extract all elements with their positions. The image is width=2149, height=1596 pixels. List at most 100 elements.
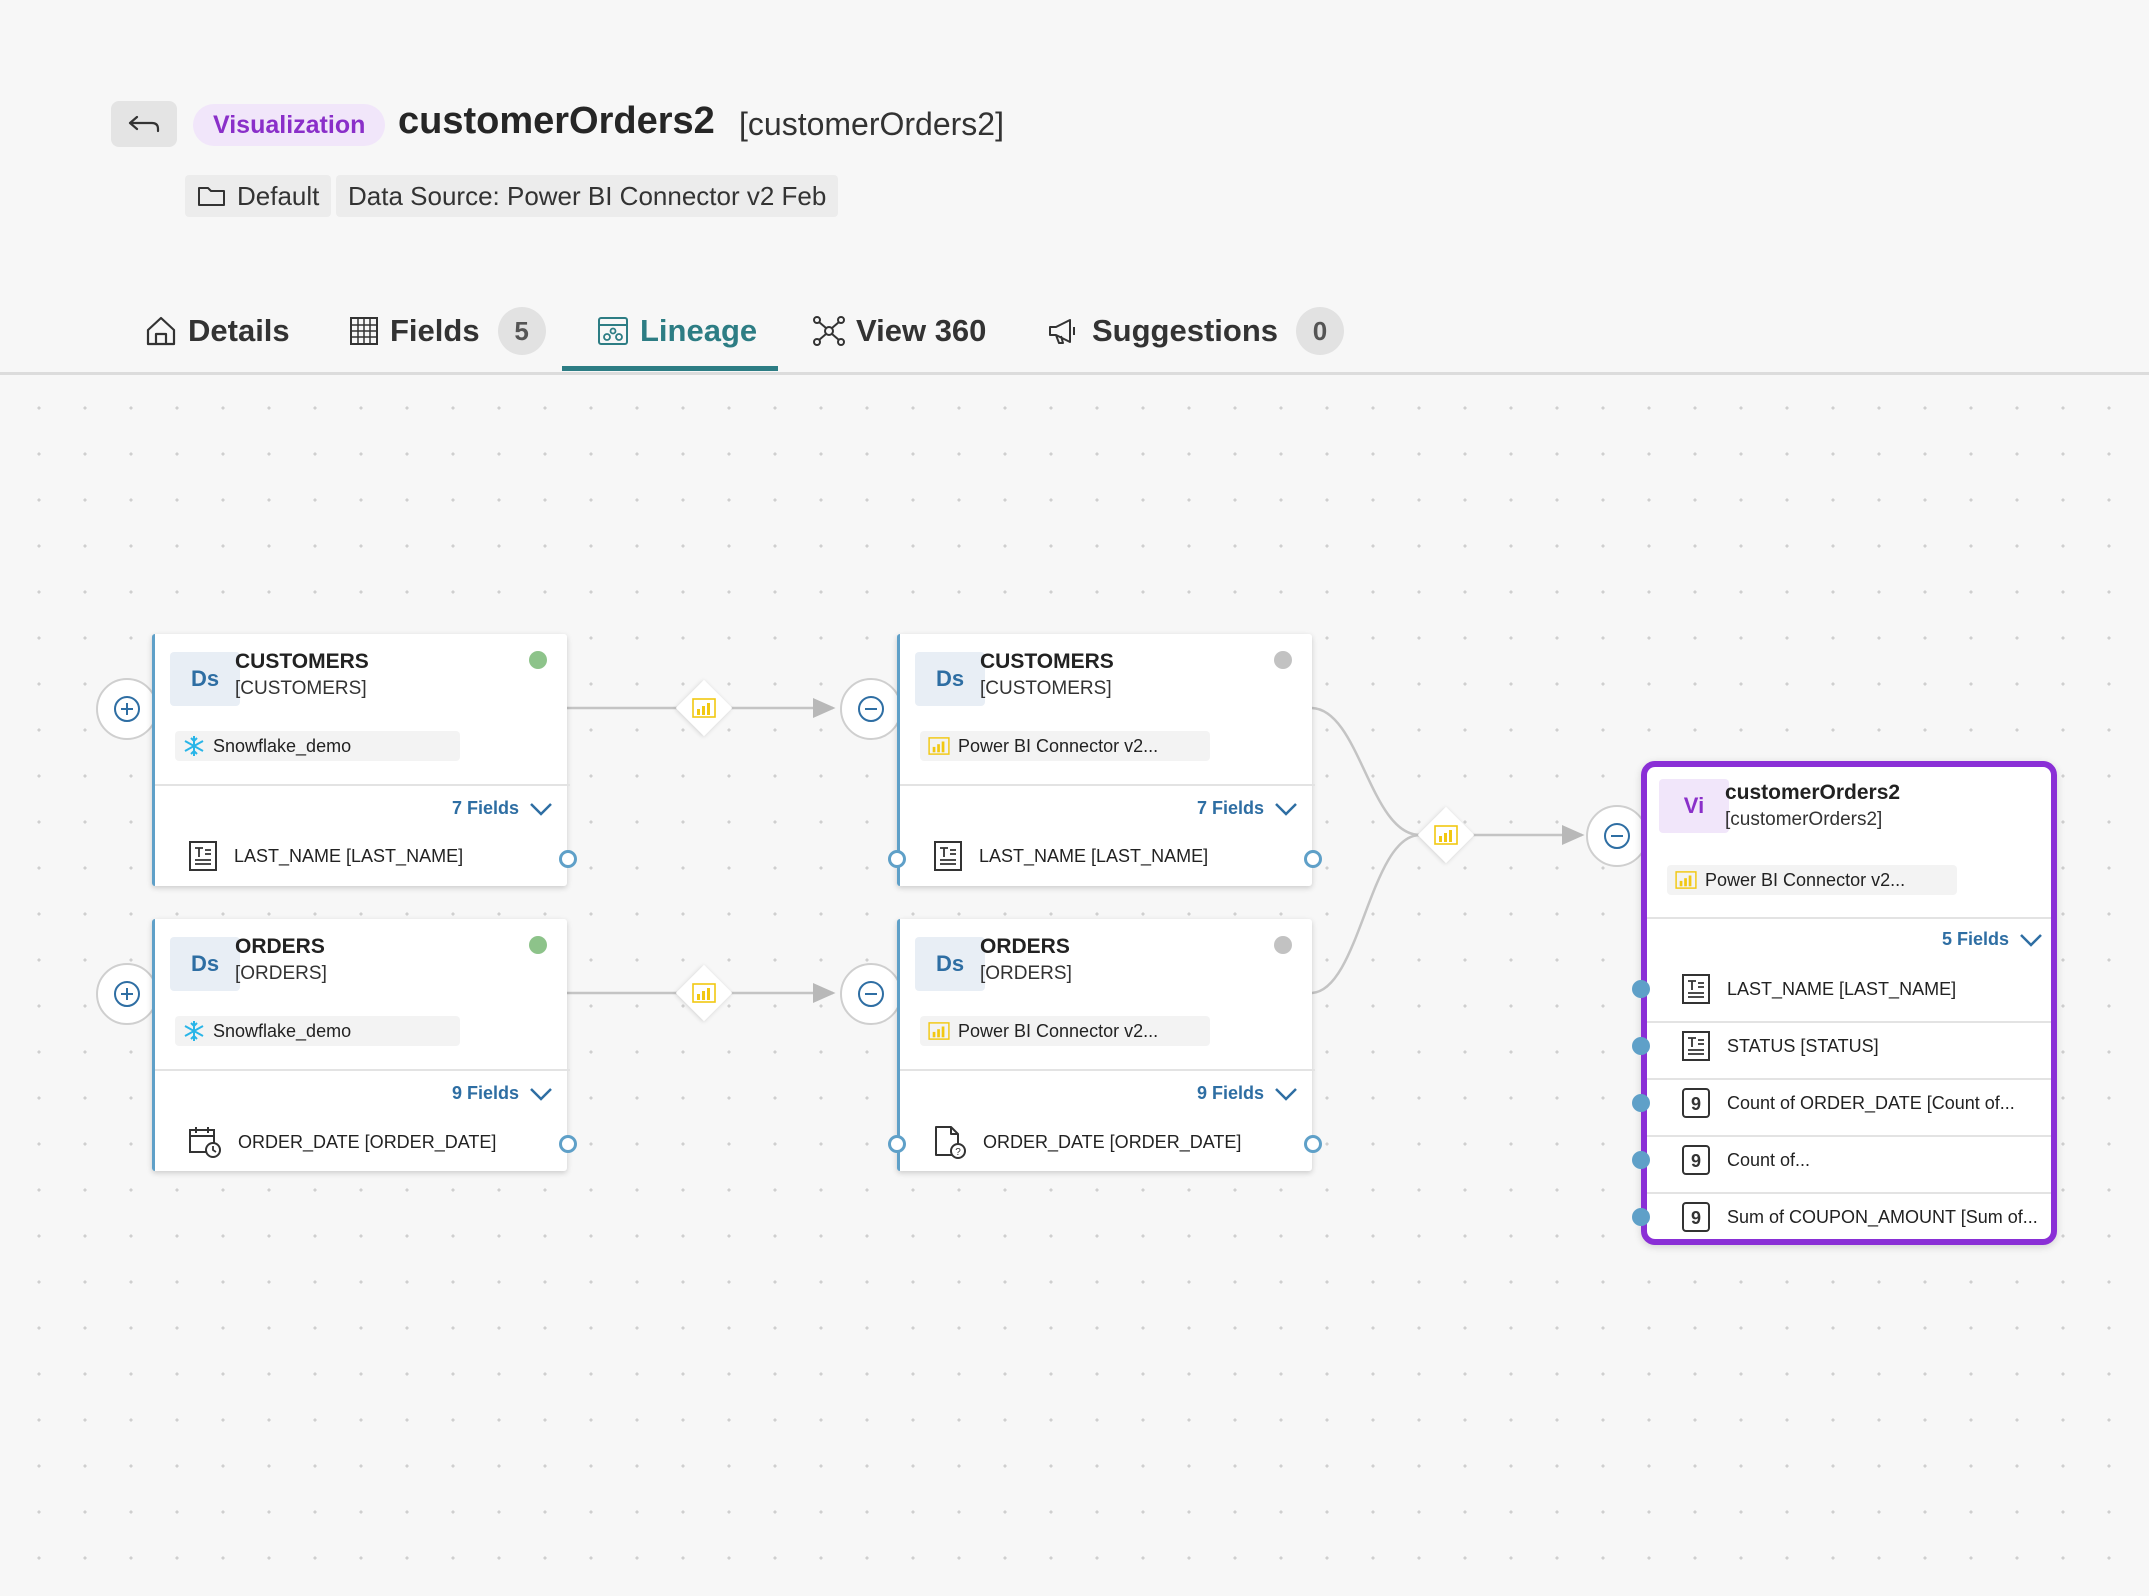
status-dot: [529, 651, 547, 669]
field-row[interactable]: 9 Count of...: [1681, 1144, 1810, 1176]
powerbi-icon: [692, 983, 716, 1003]
minus-circle-icon: [1604, 823, 1630, 849]
node-subtitle: [customerOrders2]: [1725, 809, 1883, 830]
snowflake-icon: [184, 736, 204, 756]
divider: [1647, 1021, 2051, 1023]
field-row[interactable]: 9 Sum of COUPON_AMOUNT [Sum of...: [1681, 1201, 2038, 1233]
node-subtitle: [CUSTOMERS]: [980, 678, 1112, 699]
field-row[interactable]: LAST_NAME [LAST_NAME]: [933, 840, 1208, 872]
divider: [155, 1069, 570, 1071]
field-label: LAST_NAME [LAST_NAME]: [234, 845, 464, 866]
field-label: LAST_NAME [LAST_NAME]: [1727, 978, 1957, 999]
snowflake-icon: [184, 1021, 204, 1041]
fields-toggle[interactable]: 9 Fields: [1197, 1083, 1298, 1104]
back-button[interactable]: [111, 101, 177, 147]
divider: [1647, 1135, 2051, 1137]
tab-fields[interactable]: Fields 5: [348, 300, 546, 362]
node-subtitle: [ORDERS]: [235, 963, 327, 984]
data-source-label: Data Source: Power BI Connector v2 Feb: [348, 180, 827, 211]
fields-toggle[interactable]: 7 Fields: [452, 798, 553, 819]
input-port[interactable]: [888, 1135, 906, 1153]
plus-circle-icon: [114, 981, 140, 1007]
powerbi-icon: [928, 737, 950, 755]
source-label: Power BI Connector v2...: [958, 735, 1159, 756]
tab-label: View 360: [856, 313, 987, 348]
output-port[interactable]: [559, 850, 577, 868]
grid-icon: [350, 317, 378, 345]
input-port[interactable]: [1632, 1208, 1650, 1226]
collapse-upstream-button[interactable]: [840, 963, 902, 1025]
source-label: Snowflake_demo: [213, 1020, 352, 1041]
source-chip: Power BI Connector v2...: [920, 731, 1210, 761]
svg-text:?: ?: [955, 1147, 961, 1158]
expand-upstream-button[interactable]: [96, 963, 158, 1025]
node-powerbi-orders[interactable]: Ds ORDERS [ORDERS] Power BI Connector v2…: [888, 919, 1322, 1171]
plus-circle-icon: [114, 696, 140, 722]
data-source-chip[interactable]: Data Source: Power BI Connector v2 Feb: [336, 175, 839, 217]
powerbi-icon: [928, 1022, 950, 1040]
collapse-upstream-button[interactable]: [840, 678, 902, 740]
tab-lineage[interactable]: Lineage: [596, 300, 757, 362]
svg-text:9: 9: [1691, 1208, 1701, 1228]
field-label: Count of ORDER_DATE [Count of...: [1727, 1092, 2015, 1113]
input-port[interactable]: [1632, 1094, 1650, 1112]
output-port[interactable]: [559, 1135, 577, 1153]
node-powerbi-customers[interactable]: Ds CUSTOMERS [CUSTOMERS] Power BI Connec…: [888, 634, 1322, 886]
visualization-badge: Vi: [1659, 779, 1729, 833]
powerbi-icon: [1434, 825, 1458, 845]
input-port[interactable]: [1632, 1151, 1650, 1169]
field-row[interactable]: LAST_NAME [LAST_NAME]: [1681, 973, 1956, 1005]
fields-count-label: 7 Fields: [452, 798, 520, 818]
tab-details[interactable]: Details: [144, 300, 290, 362]
node-subtitle: [ORDERS]: [980, 963, 1072, 984]
node-title: ORDERS: [235, 935, 325, 958]
powerbi-icon: [692, 698, 716, 718]
datasource-badge: Ds: [170, 652, 240, 706]
number-field-icon: 9: [1682, 1145, 1710, 1175]
fields-toggle[interactable]: 9 Fields: [452, 1083, 553, 1104]
output-port[interactable]: [1304, 850, 1322, 868]
source-chip: Snowflake_demo: [175, 731, 460, 761]
tab-view-360[interactable]: View 360: [812, 300, 986, 362]
back-arrow-icon: [128, 115, 160, 133]
collapse-upstream-button[interactable]: [1586, 805, 1648, 867]
page-title: customerOrders2: [398, 100, 715, 142]
suggestions-count-badge: 0: [1296, 307, 1345, 355]
tab-suggestions[interactable]: Suggestions 0: [1046, 300, 1345, 362]
node-snowflake-orders[interactable]: Ds ORDERS [ORDERS] Snowflake_demo 9 Fiel…: [152, 919, 577, 1171]
input-port[interactable]: [1632, 1037, 1650, 1055]
divider: [1647, 1192, 2051, 1194]
folder-chip[interactable]: Default: [185, 175, 332, 217]
node-visualization[interactable]: Vi customerOrders2 [customerOrders2] Pow…: [1632, 761, 2057, 1245]
number-field-icon: 9: [1682, 1202, 1710, 1232]
node-title: ORDERS: [980, 935, 1070, 958]
input-port[interactable]: [1632, 980, 1650, 998]
page-header: Visualization customerOrders2 [customerO…: [0, 0, 2149, 375]
field-row[interactable]: STATUS [STATUS]: [1681, 1030, 1879, 1062]
network-icon: [813, 316, 845, 346]
divider: [155, 784, 570, 786]
expand-upstream-button[interactable]: [96, 678, 158, 740]
divider: [900, 1069, 1315, 1071]
page-subtitle: [customerOrders2]: [739, 106, 1004, 142]
output-port[interactable]: [1304, 1135, 1322, 1153]
chevron-down-icon: [530, 802, 552, 816]
text-field-icon: [934, 841, 962, 871]
text-field-icon: [189, 841, 217, 871]
node-snowflake-customers[interactable]: Ds CUSTOMERS [CUSTOMERS] Snowflake_demo …: [152, 634, 577, 886]
field-label: ORDER_DATE [ORDER_DATE]: [238, 1131, 497, 1152]
field-row[interactable]: 9 Count of ORDER_DATE [Count of...: [1681, 1087, 2015, 1119]
field-label: STATUS [STATUS]: [1727, 1035, 1879, 1056]
field-label: Count of...: [1727, 1149, 1811, 1170]
input-port[interactable]: [888, 850, 906, 868]
divider: [1647, 1078, 2051, 1080]
field-row[interactable]: LAST_NAME [LAST_NAME]: [188, 840, 463, 872]
node-title: CUSTOMERS: [980, 650, 1114, 673]
fields-toggle[interactable]: 5 Fields: [1942, 929, 2043, 950]
fields-toggle[interactable]: 7 Fields: [1197, 798, 1298, 819]
fields-count-label: 7 Fields: [1197, 798, 1265, 818]
source-chip: Power BI Connector v2...: [1667, 865, 1957, 895]
divider: [900, 784, 1315, 786]
field-row[interactable]: ? ORDER_DATE [ORDER_DATE]: [933, 1125, 1241, 1159]
field-row[interactable]: ORDER_DATE [ORDER_DATE]: [188, 1125, 496, 1159]
